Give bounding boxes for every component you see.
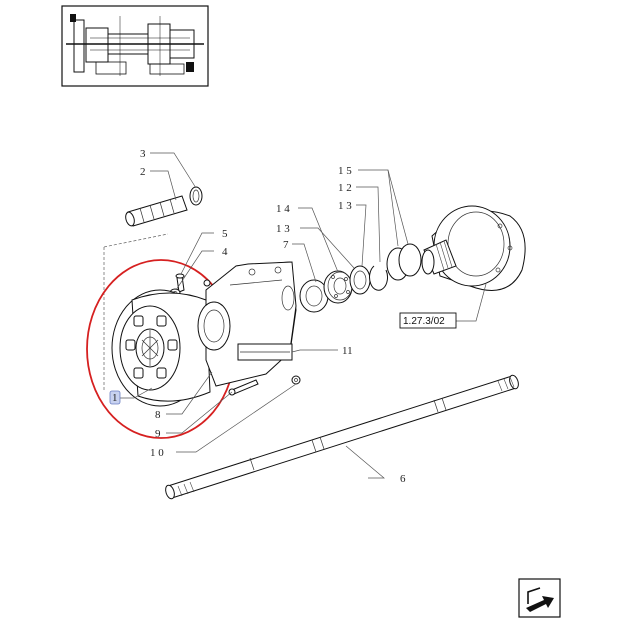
arrow-next-icon <box>526 587 554 612</box>
callout-13-lower[interactable]: 1 3 <box>276 223 290 235</box>
part-3-o-ring <box>189 186 203 206</box>
part-14-bearing <box>323 270 353 304</box>
callout-7[interactable]: 7 <box>283 239 289 251</box>
part-10-nut <box>291 375 301 385</box>
reference-hub-assembly <box>421 205 526 291</box>
callout-4[interactable]: 4 <box>222 246 228 258</box>
callout-11[interactable]: 11 <box>342 345 353 357</box>
transmission-thumbnail-icon <box>66 14 204 76</box>
next-page-button[interactable] <box>518 578 561 618</box>
callout-1[interactable]: 1 <box>112 392 118 404</box>
callout-5[interactable]: 5 <box>222 228 228 240</box>
part-2-pin <box>125 195 188 227</box>
callout-12[interactable]: 1 2 <box>338 182 352 194</box>
callout-8[interactable]: 8 <box>155 409 161 421</box>
overview-thumbnail[interactable] <box>61 5 209 87</box>
selected-item-badge[interactable] <box>109 390 121 405</box>
leader-lines <box>120 152 487 479</box>
callout-9[interactable]: 9 <box>155 428 161 440</box>
reference-link-label[interactable]: 1.27.3/02 <box>403 316 445 327</box>
callout-10[interactable]: 1 0 <box>150 447 164 459</box>
part-13-spacer-lower <box>349 265 371 295</box>
assembly-dashed-frame <box>103 233 169 392</box>
part-12-circlip <box>369 265 388 291</box>
callout-2[interactable]: 2 <box>140 166 146 178</box>
callout-3[interactable]: 3 <box>140 148 146 160</box>
part-9-bolt <box>228 379 259 396</box>
part-6-drive-shaft <box>165 374 519 500</box>
callout-15[interactable]: 1 5 <box>338 165 352 177</box>
part-11-housing <box>197 261 297 387</box>
callout-14[interactable]: 1 4 <box>276 203 290 215</box>
callout-labels: 3 2 5 4 1 8 9 1 0 11 6 7 1 4 1 3 1 5 1 2… <box>109 148 406 485</box>
part-15-seal-rings <box>386 243 422 281</box>
reference-link[interactable]: 1.27.3/02 <box>399 312 457 329</box>
callout-6[interactable]: 6 <box>400 473 406 485</box>
part-1-clutch-disc[interactable] <box>111 289 216 407</box>
callout-13-upper[interactable]: 1 3 <box>338 200 352 212</box>
